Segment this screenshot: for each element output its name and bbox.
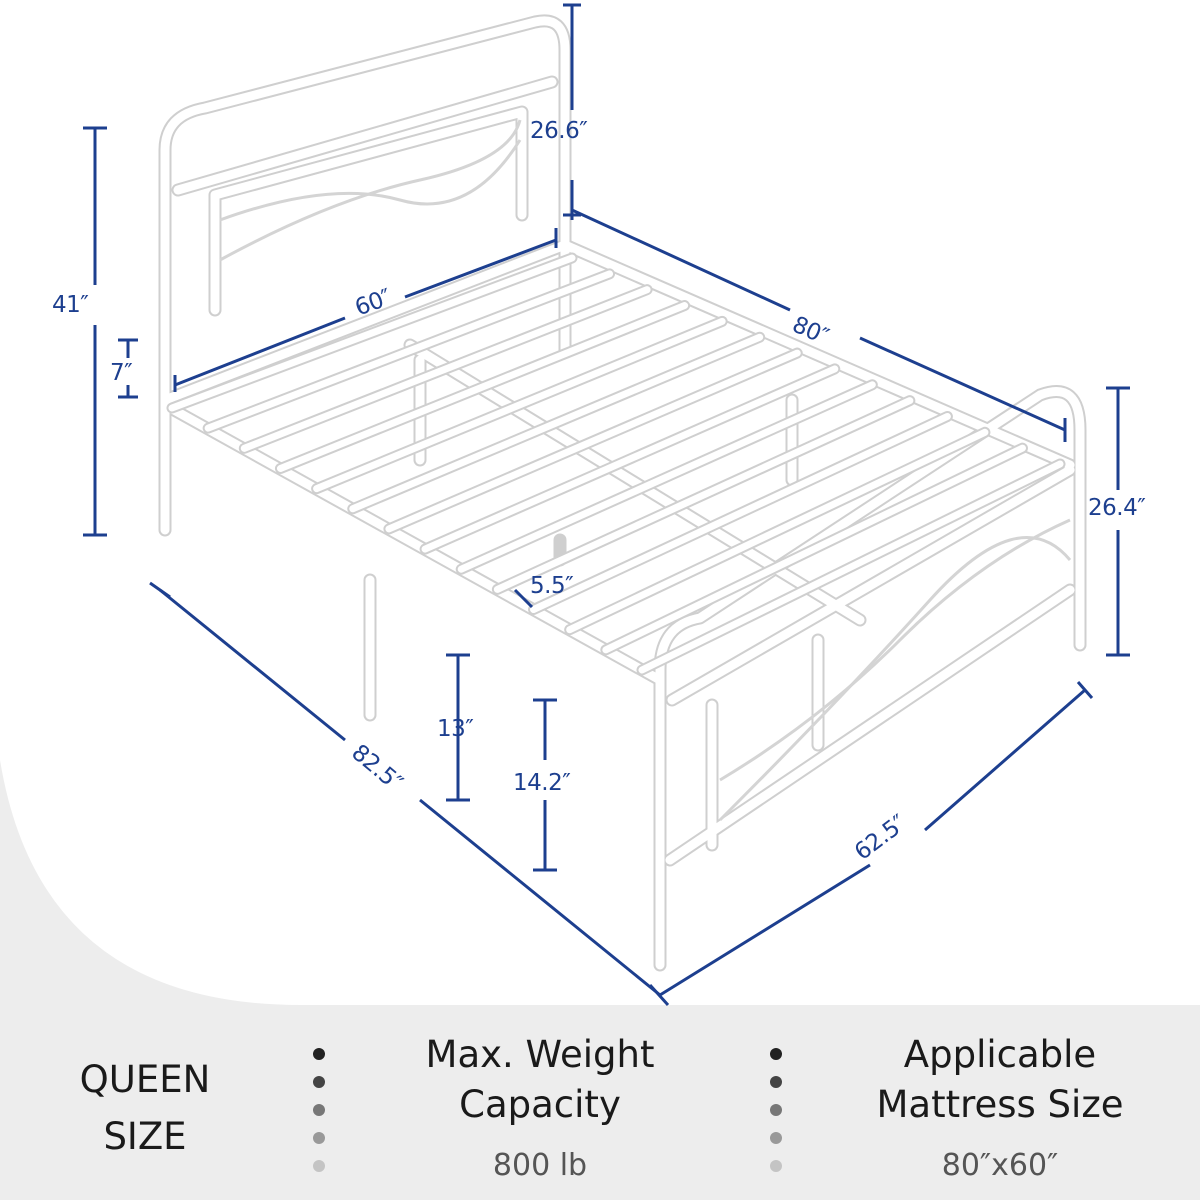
dim-total-head-height: 41″ [52, 292, 89, 318]
bed-slat [457, 381, 876, 573]
bed-slat [204, 270, 614, 432]
bullet-dot [770, 1160, 782, 1172]
spec-footer: QUEEN SIZE Max. Weight Capacity 800 lb A… [0, 1010, 1200, 1200]
weight-title-line1: Max. Weight [425, 1033, 655, 1076]
bed-slats [166, 252, 1066, 676]
bed-slat [493, 397, 914, 593]
decorative-waves [219, 119, 1072, 822]
bed-slat [566, 428, 989, 634]
dim-headboard-above-rails: 26.6″ [530, 118, 588, 144]
weight-title-line2: Capacity [459, 1083, 621, 1126]
mattress-title-line2: Mattress Size [876, 1083, 1124, 1126]
bullet-dot [770, 1104, 782, 1116]
size-label-line2: SIZE [103, 1115, 187, 1158]
dimension-lines [83, 3, 1130, 1007]
bullet-dot [770, 1076, 782, 1088]
bullet-dot [313, 1076, 325, 1088]
bed-slat [530, 412, 951, 614]
bed-slat [168, 254, 576, 412]
mattress-title-line1: Applicable [903, 1033, 1097, 1076]
bed-slat [385, 349, 801, 533]
dim-bottom-rail-to-slat: 7″ [110, 360, 133, 386]
bed-slat [421, 365, 839, 553]
bed-slat [240, 286, 651, 452]
dim-footboard-height: 26.4″ [1088, 495, 1146, 521]
bullet-dot [770, 1048, 782, 1060]
bullet-dot [770, 1132, 782, 1144]
dim-floor-to-slat: 14.2″ [513, 770, 571, 796]
bullet-dot [313, 1132, 325, 1144]
bed-slat [602, 444, 1026, 654]
bed-slat [276, 302, 689, 472]
bed-slat [313, 317, 726, 493]
bed-slat [638, 460, 1064, 674]
bullet-dot [313, 1160, 325, 1172]
dim-under-bed-clearance: 13″ [437, 716, 474, 742]
mattress-value: 80″x60″ [941, 1148, 1059, 1183]
bullet-dot [313, 1104, 325, 1116]
bullet-dot [313, 1048, 325, 1060]
size-label-line1: QUEEN [79, 1058, 211, 1101]
bed-slat [349, 333, 764, 513]
weight-value: 800 lb [492, 1148, 588, 1183]
dim-slat-gap: 5.5″ [530, 573, 574, 599]
